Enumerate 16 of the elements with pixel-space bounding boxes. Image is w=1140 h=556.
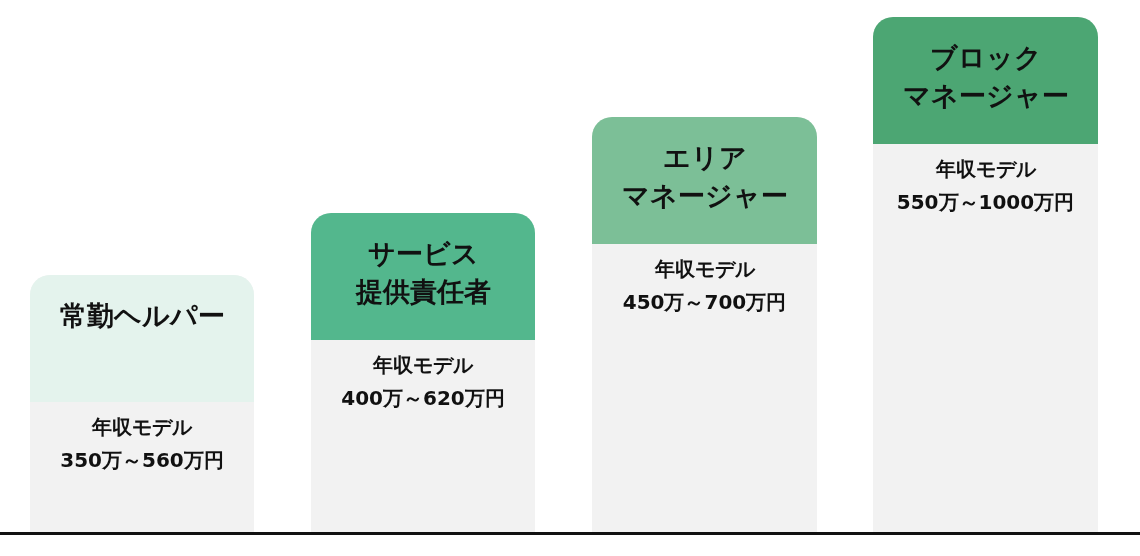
salary-range: 450万～700万円 [622, 289, 787, 316]
salary-label: 年収モデル [935, 156, 1036, 183]
title-band: エリアマネージャー [592, 117, 817, 244]
job-column [873, 17, 1098, 533]
salary-range: 550万～1000万円 [896, 189, 1075, 216]
salary-label: 年収モデル [373, 352, 473, 379]
title-band: サービス提供責任者 [311, 213, 535, 340]
salary-range: 400万～620万円 [341, 385, 505, 412]
title-band: ブロックマネージャー [873, 17, 1098, 144]
job-column [311, 213, 535, 533]
salary-label: 年収モデル [654, 256, 755, 283]
job-column [30, 275, 254, 533]
title-band: 常勤ヘルパー [30, 275, 254, 402]
salary-range: 350万～560万円 [60, 447, 224, 474]
salary-label: 年収モデル [92, 414, 192, 441]
job-column [592, 117, 817, 533]
